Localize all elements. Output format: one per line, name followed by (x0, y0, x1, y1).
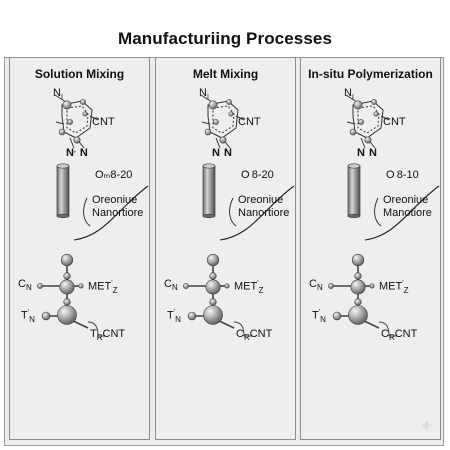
structure-atom (354, 298, 362, 306)
molecule-bottom-label: N‛N (66, 147, 88, 159)
molecule-atom (349, 128, 357, 136)
structure-atom (37, 283, 43, 289)
diagram-title: Manufacturiing Processes (117, 29, 333, 48)
structure-atom (183, 283, 189, 289)
structure-atom (41, 311, 51, 321)
cn-label: CN (164, 278, 178, 293)
watermark-sparkle-icon: ✦ (419, 416, 435, 436)
molecule-atom (228, 111, 234, 117)
structure-atom (63, 272, 71, 280)
branched-structure (188, 261, 252, 337)
process-panel: Solution Mixing (9, 57, 150, 440)
panel-illustration (37, 94, 149, 337)
structure-atom (203, 305, 223, 325)
molecule-atom (219, 136, 227, 144)
structure-atom (354, 272, 362, 280)
nanofiber-curve (219, 185, 295, 241)
structure-atom (60, 253, 74, 267)
structure-atom (351, 253, 365, 267)
molecule-atom (58, 128, 66, 136)
structure-atom (209, 298, 217, 306)
tn-label: T'N (21, 309, 35, 324)
range-label: O 8-10 (386, 169, 419, 181)
curve-label-line1: Oreoniue (238, 194, 284, 206)
molecule-atom (373, 111, 379, 117)
structure-atom (59, 279, 75, 295)
molecule-atom (213, 119, 219, 125)
curve-label-line2: Manotiore (383, 207, 432, 219)
structure-atom (224, 283, 230, 289)
tn-label: T'N (167, 309, 181, 324)
molecule-atom (82, 111, 88, 117)
molecule-atom (73, 136, 81, 144)
curve-label-line1: Oreoniue (383, 194, 429, 206)
molecule-atom (358, 119, 364, 125)
panel-heading: Solution Mixing (34, 67, 125, 81)
structure-atom (350, 279, 366, 295)
panel-heading: In-situ Polymerization (308, 67, 433, 81)
met-label: MET'Z (379, 280, 409, 295)
cnt-label: TRCNT (90, 328, 126, 343)
molecule-cnt-label: CNT (92, 116, 115, 128)
molecule-atom (208, 100, 218, 110)
panel-heading: Melt Mixing (192, 67, 259, 81)
nanotube-cylinder (347, 163, 361, 219)
structure-atom (348, 305, 368, 325)
molecule-atom (62, 100, 72, 110)
molecule-top-label: NI (53, 87, 63, 102)
cn-label: CN (18, 278, 32, 293)
met-label: MET'Z (88, 280, 118, 295)
cn-label: CN (309, 278, 323, 293)
structure-atom (369, 283, 375, 289)
nanofiber-curve (364, 185, 440, 241)
nanotube-cylinder (202, 163, 216, 219)
nanotube-cylinder (56, 163, 70, 219)
molecule-atom (353, 100, 363, 110)
panel-illustration (328, 94, 440, 337)
met-label: MET'Z (234, 280, 264, 295)
structure-atom (206, 253, 220, 267)
molecule-atom (67, 119, 73, 125)
range-label: Oₘ8-20 (95, 169, 133, 181)
cnt-label: CRCNT (381, 328, 418, 343)
structure-atom (209, 272, 217, 280)
range-label: O 8-20 (241, 169, 274, 181)
molecule-atom (80, 99, 86, 105)
curve-label-line1: Oreoniue (92, 194, 138, 206)
structure-atom (78, 283, 84, 289)
structure-atom (63, 298, 71, 306)
process-panel: In-situ Polymerization (300, 57, 441, 440)
branched-structure (333, 261, 397, 337)
structure-atom (57, 305, 77, 325)
curve-label-line2: Nanortiore (238, 207, 290, 219)
molecule-top-label: NI (344, 87, 354, 102)
molecule-atom (371, 99, 377, 105)
molecule-atom (364, 136, 372, 144)
curve-label-line2: Nanortiore (92, 207, 144, 219)
structure-atom (328, 283, 334, 289)
molecule-cnt-label: CNT (383, 116, 406, 128)
panel-illustration (183, 94, 295, 337)
nanofiber-curve (73, 185, 149, 241)
tn-label: T'N (312, 309, 326, 324)
molecule-cnt-label: CNT (238, 116, 261, 128)
molecule-atom (204, 128, 212, 136)
process-panel: Melt Mixing (155, 57, 296, 440)
structure-atom (332, 311, 342, 321)
molecule-atom (226, 99, 232, 105)
branched-structure (42, 261, 106, 337)
molecule-top-label: NI (199, 87, 209, 102)
structure-atom (205, 279, 221, 295)
cnt-label: CRCNT (236, 328, 273, 343)
structure-atom (187, 311, 197, 321)
